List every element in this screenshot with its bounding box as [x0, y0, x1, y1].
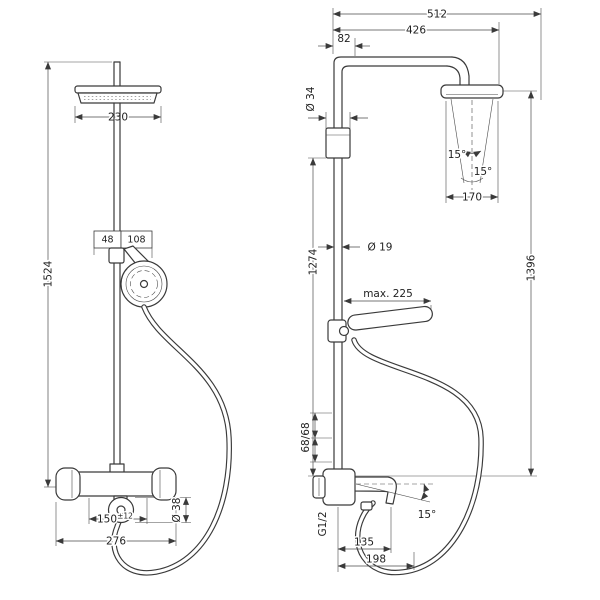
wall-escutcheon-side — [325, 127, 351, 159]
dim-label-overall-height: 1524 — [43, 260, 55, 287]
dim-label-overall-depth: 512 — [427, 9, 447, 21]
valve-body-side — [312, 468, 356, 506]
dim-label-connection-tolerance: ±12 — [117, 512, 133, 521]
dim-label-offset-outer: 108 — [127, 235, 145, 246]
riser-pipe-side — [333, 56, 470, 471]
dim-spout-reach: 135 — [337, 507, 392, 572]
riser-pipe-front — [113, 102, 121, 469]
handshower-holder-side — [327, 319, 350, 343]
dim-spout-reach-total: 198 — [337, 552, 415, 570]
side-view: 512 426 82 1274 1396 — [299, 7, 542, 576]
dim-escutcheon-diameter: Ø 34 — [304, 85, 368, 130]
dim-label-spout-angle: 15° — [418, 509, 437, 521]
dim-label-valve-width: 276 — [106, 536, 126, 548]
overhead-shower-front — [74, 61, 162, 104]
hand-shower-front — [120, 260, 168, 308]
overhead-shower-side — [440, 84, 504, 99]
dim-label-spray-angle-upper: 15° — [448, 149, 467, 161]
dim-label-spout-diameter: Ø 38 — [171, 498, 183, 523]
spray-cone: 15° 15° — [446, 98, 494, 190]
dim-label-escutcheon-diameter: Ø 34 — [305, 86, 317, 111]
dim-label-max-reach: max. 225 — [363, 288, 413, 300]
dim-label-head-diameter: 170 — [462, 192, 482, 204]
dim-label-spout-reach-total: 198 — [366, 554, 386, 566]
thermostat-valve-front — [55, 463, 177, 501]
dim-overall-depth: 512 — [332, 7, 542, 100]
dim-handshower-offsets: 48 108 — [93, 230, 153, 258]
shower-hose-front — [111, 304, 232, 576]
dim-label-spray-angle-lower: 15° — [474, 166, 493, 178]
dim-riser-height: 1274 — [306, 157, 537, 477]
dim-label-offset-inner: 48 — [101, 235, 113, 246]
dim-label-riser-height: 1274 — [308, 248, 320, 275]
front-view: 1524 230 — [41, 61, 232, 576]
shower-hose-side — [351, 337, 484, 576]
dim-label-wall-to-riser: 82 — [337, 33, 350, 45]
hand-shower-side — [347, 305, 433, 331]
dim-label-spout-offsets: 68/68 — [300, 422, 312, 452]
dim-label-spout-reach: 135 — [354, 537, 374, 549]
dim-head-diameter: 170 — [445, 101, 499, 205]
dim-riser-diameter: Ø 19 — [318, 240, 394, 255]
dim-overall-height: 1524 — [41, 61, 112, 488]
dim-spout-offsets: 68/68 — [299, 412, 332, 463]
dim-wall-to-riser: 82 — [318, 32, 370, 56]
dim-label-head-width: 230 — [108, 112, 128, 124]
dim-label-head-height: 1396 — [526, 254, 538, 281]
dim-label-connection-distance: 150 — [97, 514, 117, 526]
dim-spout-angle: 15° — [355, 483, 438, 523]
dim-arm-projection: 426 — [332, 22, 500, 84]
dim-head-width: 230 — [74, 106, 162, 125]
dim-label-riser-diameter: Ø 19 — [368, 242, 393, 254]
dim-label-arm-projection: 426 — [406, 25, 426, 37]
dim-label-connection-thread: G1/2 — [317, 511, 329, 536]
tub-spout-front — [107, 495, 135, 524]
dim-head-height: 1396 — [503, 90, 539, 477]
bath-spout-side — [353, 476, 397, 511]
dim-max-reach: max. 225 — [343, 287, 432, 316]
